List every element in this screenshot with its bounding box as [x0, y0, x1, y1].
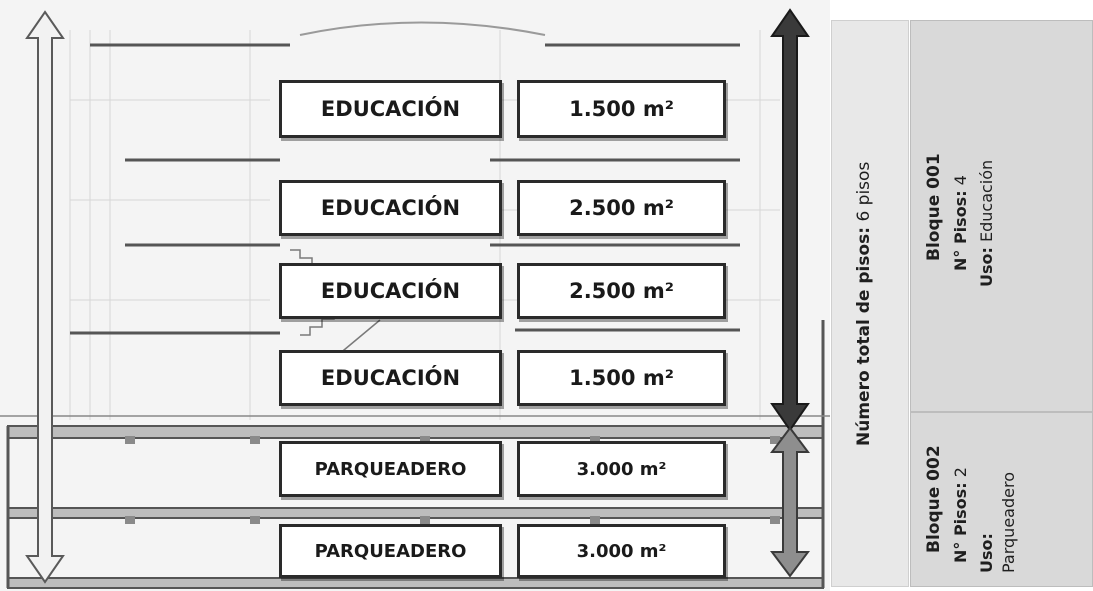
- block-001-use-value: Educación: [977, 159, 996, 242]
- floor-2-use-label: PARQUEADERO: [279, 441, 502, 497]
- floor-1-area-text: 3.000 m²: [576, 540, 667, 562]
- floor-4-area-label: 2.500 m²: [517, 263, 726, 319]
- block-001-floors-label: N° Pisos:: [951, 190, 970, 271]
- floor-5-use-text: EDUCACIÓN: [320, 196, 461, 220]
- floor-3-use-text: EDUCACIÓN: [320, 366, 461, 390]
- floor-5-use-label: EDUCACIÓN: [279, 180, 502, 236]
- total-floors-value: 6 pisos: [854, 161, 874, 222]
- block-002-floors-label: N° Pisos:: [951, 482, 970, 563]
- block-001-panel: Bloque 001 N° Pisos: 4 Uso: Educación: [910, 20, 1093, 412]
- floor-4-area-text: 2.500 m²: [569, 279, 674, 303]
- floor-2-area-label: 3.000 m²: [517, 441, 726, 497]
- floor-6-use-label: EDUCACIÓN: [279, 80, 502, 138]
- block-002-panel: Bloque 002 N° Pisos: 2 Uso: Parqueadero: [910, 412, 1093, 587]
- block-001-name: Bloque 001: [924, 153, 944, 261]
- block-002-floors-value: 2: [951, 467, 970, 478]
- floor-6-area-text: 1.500 m²: [569, 97, 674, 121]
- floor-2-use-text: PARQUEADERO: [314, 458, 467, 480]
- block-001-floors-value: 4: [951, 175, 970, 186]
- floor-4-use-text: EDUCACIÓN: [320, 279, 461, 303]
- floor-6-area-label: 1.500 m²: [517, 80, 726, 138]
- floor-2-area-text: 3.000 m²: [576, 458, 667, 480]
- block-001-floors: N° Pisos: 4: [951, 175, 970, 271]
- block-001-use-label: Uso:: [977, 247, 996, 287]
- total-floors-panel: Número total de pisos: 6 pisos: [831, 20, 909, 587]
- total-height-arrow: [25, 10, 65, 584]
- floor-5-area-text: 2.500 m²: [569, 196, 674, 220]
- floor-3-area-text: 1.500 m²: [569, 366, 674, 390]
- block-001-use: Uso: Educación: [977, 160, 996, 287]
- block-002-floors: N° Pisos: 2: [951, 467, 970, 563]
- block-002-name-text: Bloque 002: [924, 445, 944, 553]
- total-floors-label: Número total de pisos:: [854, 226, 874, 446]
- total-floors-text: Número total de pisos: 6 pisos: [854, 162, 874, 446]
- block-002-use-label-wrap: Uso:: [977, 533, 996, 573]
- building-section-drawing: EDUCACIÓN EDUCACIÓN EDUCACIÓN EDUCACIÓN …: [0, 0, 830, 591]
- block-002-height-arrow: [770, 426, 810, 578]
- floor-3-use-label: EDUCACIÓN: [279, 350, 502, 406]
- block-001-height-arrow: [770, 8, 810, 432]
- floor-4-use-label: EDUCACIÓN: [279, 263, 502, 319]
- section-linework: [0, 8, 830, 589]
- block-002-use-label: Uso:: [977, 533, 996, 573]
- block-002-use-value: Parqueadero: [999, 472, 1018, 573]
- floor-1-use-text: PARQUEADERO: [314, 540, 467, 562]
- floor-1-use-label: PARQUEADERO: [279, 524, 502, 578]
- floor-3-area-label: 1.500 m²: [517, 350, 726, 406]
- block-001-name-text: Bloque 001: [924, 153, 944, 261]
- floor-1-area-label: 3.000 m²: [517, 524, 726, 578]
- floor-6-use-text: EDUCACIÓN: [320, 97, 461, 121]
- floor-5-area-label: 2.500 m²: [517, 180, 726, 236]
- block-002-name: Bloque 002: [924, 445, 944, 553]
- block-002-use-value-wrap: Parqueadero: [999, 472, 1018, 573]
